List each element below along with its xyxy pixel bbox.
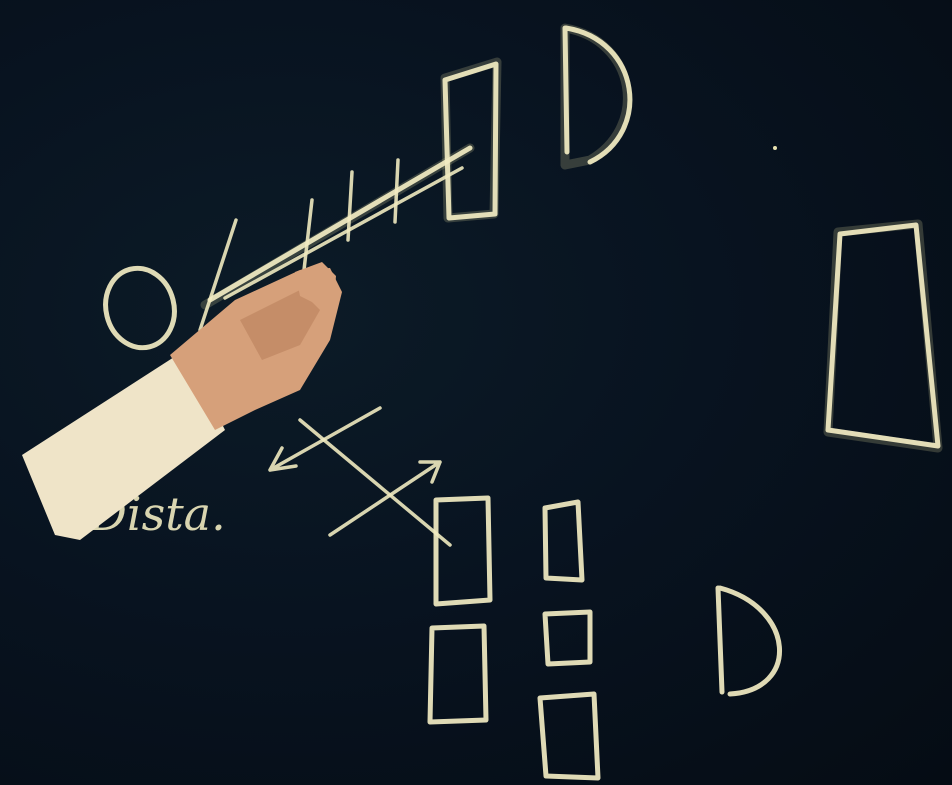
chalk-rectangle-lower-1 [436, 498, 490, 604]
chalk-strike-line [210, 148, 470, 300]
chalk-d-shape-top [565, 28, 630, 162]
chalk-rectangle-lower-2 [545, 502, 582, 580]
chalk-strike-line-2 [225, 168, 462, 298]
chalk-rectangle-lower-5 [540, 694, 598, 778]
chalk-rectangle-lower-3 [430, 626, 486, 722]
chalk-d-shape-lower [718, 588, 780, 694]
chalk-rectangle-large [828, 225, 938, 446]
chalk-rectangle-top [445, 64, 496, 218]
chalk-cross-line [300, 420, 450, 545]
chalk-tally-1 [304, 200, 312, 270]
chalk-dot [773, 146, 777, 150]
chalk-oval [97, 261, 182, 355]
chalk-rectangle-lower-4 [545, 612, 590, 664]
